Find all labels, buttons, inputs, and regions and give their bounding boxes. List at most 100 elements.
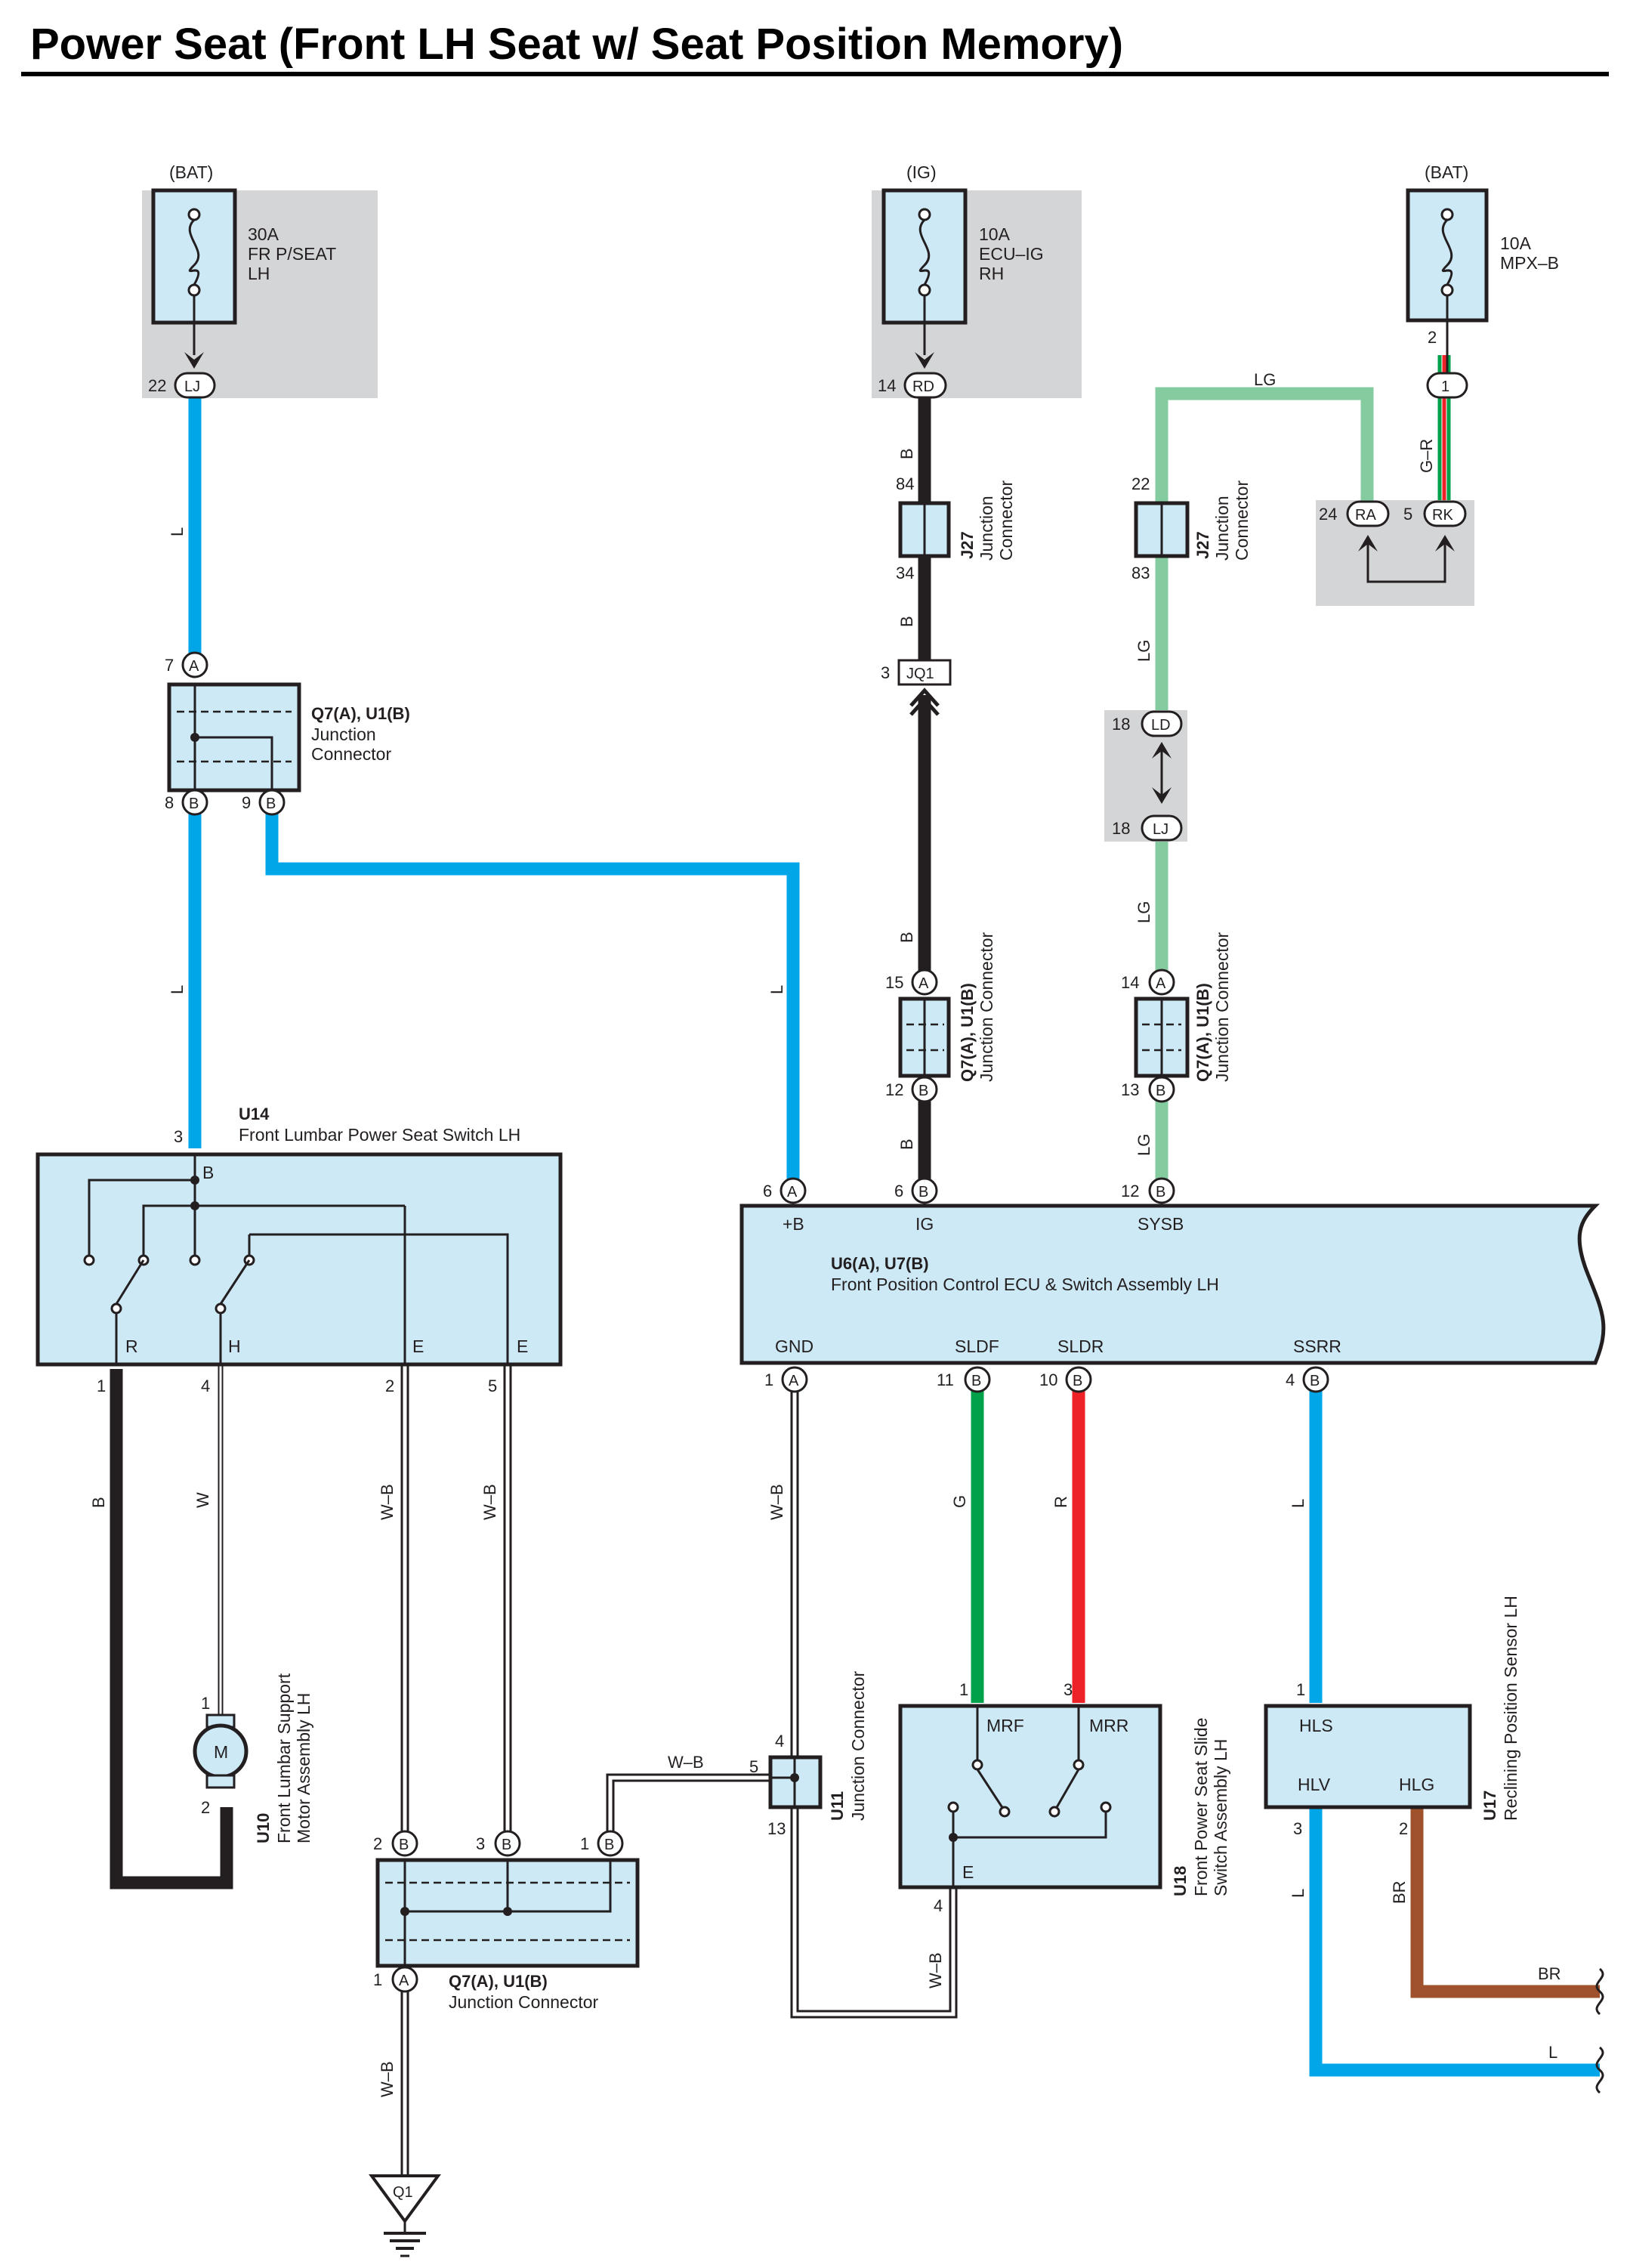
q7bot-pin-b1: 2 <box>373 1834 382 1853</box>
u18-term-mrr: MRR <box>1089 1716 1128 1735</box>
u10-name2: Motor Assembly LH <box>294 1693 313 1843</box>
q7ig-pin-b: 12 <box>885 1080 903 1099</box>
q7lg-tag-b: B <box>1156 1083 1165 1099</box>
u6-id: U6(A), U7(B) <box>831 1254 929 1273</box>
wire-label-b-4: B <box>897 1139 916 1150</box>
wire-label-wb-3: W–B <box>767 1484 786 1520</box>
q7top-pin-a: 7 <box>165 656 174 675</box>
ig-amp: 10A <box>979 224 1011 244</box>
bat2-connector <box>1426 372 1468 399</box>
ig-connector-rd <box>903 372 947 399</box>
q7top-tag-b2: B <box>266 796 276 812</box>
q7-junction-ig: A 15 B 12 Q7(A), U1(B) Junction Connecto… <box>885 932 996 1103</box>
wire-label-wb-4: W–B <box>668 1753 704 1772</box>
u14-lumbar-switch: U14 Front Lumbar Power Seat Switch LH 3 … <box>36 1105 563 1395</box>
bat2-label: (BAT) <box>1425 162 1468 182</box>
j27b-pin-top: 22 <box>1131 474 1150 493</box>
u6-pin-sysb: 12 <box>1121 1182 1139 1200</box>
u11-id: U11 <box>828 1791 847 1821</box>
ig-name2: RH <box>979 264 1004 283</box>
wire-label-b-motor: B <box>89 1497 108 1508</box>
u18-id: U18 <box>1171 1866 1190 1896</box>
q7top-tag-b1: B <box>189 796 199 812</box>
fuse-fr-pseat-lh: (BAT) 30A FR P/SEAT LH LJ 22 <box>148 162 336 399</box>
u6-term-gnd: GND <box>775 1336 813 1356</box>
u18-pin-mrf: 1 <box>959 1680 968 1699</box>
jq1-pin: 3 <box>881 663 890 682</box>
u18-pin-e: 4 <box>934 1896 943 1915</box>
wire-l-q7-u6 <box>265 802 800 1188</box>
bat1-amp: 30A <box>248 224 279 244</box>
wire-label-gr: G–R <box>1417 439 1436 473</box>
wire-label-wb-2: W–B <box>480 1484 499 1520</box>
ig-conn-label: RD <box>912 379 934 395</box>
wire-b-u14-motor <box>110 1369 233 1889</box>
connector-jq1: JQ1 3 <box>881 659 952 716</box>
wire-label-br-2: BR <box>1538 1964 1561 1983</box>
q7lg-name: Junction Connector <box>1212 932 1232 1082</box>
j27-junction-lg: 22 83 J27 Junction Connector <box>1131 474 1252 582</box>
u6-tag-gnd: A <box>789 1373 799 1389</box>
u6-tag-b: A <box>787 1184 798 1200</box>
u6-term-ssrr: SSRR <box>1293 1336 1341 1356</box>
wire-label-b-1: B <box>897 448 916 459</box>
u18-name1: Front Power Seat Slide <box>1191 1717 1211 1896</box>
q7bot-pin-b3: 1 <box>580 1834 589 1853</box>
q7-junction-top: A 7 B 8 B 9 Q7(A), U1(B) Junction Connec… <box>165 651 410 816</box>
u6-pin-ssrr: 4 <box>1286 1370 1295 1389</box>
j27a-pin-bottom: 34 <box>896 564 914 582</box>
ig-label: (IG) <box>906 162 937 182</box>
u6-term-ig: IG <box>915 1214 934 1234</box>
u18-pin-mrr: 3 <box>1064 1680 1073 1699</box>
q7bot-tag-b1: B <box>399 1837 409 1853</box>
ground-id: Q1 <box>393 2184 413 2201</box>
j27a-pin-top: 84 <box>896 474 914 493</box>
u6-pin-b: 6 <box>763 1182 772 1200</box>
u17-name: Reclining Position Sensor LH <box>1501 1596 1520 1821</box>
q7lg-pin-a: 14 <box>1121 973 1139 992</box>
q7ig-name: Junction Connector <box>977 932 996 1082</box>
ground-q1: Q1 <box>369 2174 441 2257</box>
u6-ecu-switch-assembly: A 6 +B B 6 IG B 12 SYSB U6(A), U7(B) Fro… <box>739 1177 1606 1393</box>
bat1-label: (BAT) <box>169 162 213 182</box>
ig-name1: ECU–IG <box>979 244 1044 264</box>
wire-label-g: G <box>950 1495 969 1508</box>
u14-pin-e1: 2 <box>385 1377 394 1395</box>
u11-junction: 5 4 13 U11 Junction Connector <box>749 1670 868 1838</box>
rk-pin: 5 <box>1403 505 1412 524</box>
lj-pin: 18 <box>1112 819 1130 838</box>
bat1-connector-lj <box>174 372 216 399</box>
q7bot-pin-a: 1 <box>373 1970 382 1989</box>
u18-term-e: E <box>962 1862 974 1882</box>
u10-pin-bottom: 2 <box>201 1798 210 1817</box>
q7top-pin-b1: 8 <box>165 793 174 812</box>
q7top-id: Q7(A), U1(B) <box>311 704 410 723</box>
q7lg-id: Q7(A), U1(B) <box>1193 983 1212 1082</box>
diagram-title: Power Seat (Front LH Seat w/ Seat Positi… <box>30 20 1123 69</box>
wire-label-w: W <box>193 1492 212 1508</box>
j27b-pin-bottom: 83 <box>1131 564 1150 582</box>
q7lg-pin-b: 13 <box>1121 1080 1139 1099</box>
u14-term-h: H <box>228 1336 241 1356</box>
jq1-label: JQ1 <box>906 666 934 682</box>
wire-label-lg-1: LG <box>1254 370 1276 389</box>
u14-term-e1: E <box>412 1336 424 1356</box>
bat2-name1: MPX–B <box>1500 253 1559 273</box>
q7-junction-lg: A 14 B 13 Q7(A), U1(B) Junction Connecto… <box>1121 932 1232 1103</box>
wire-br-hlg <box>1410 1807 1600 1998</box>
u6-pin-ig: 6 <box>894 1182 903 1200</box>
bat2-pin: 1 <box>1441 379 1449 395</box>
q7bot-tag-a: A <box>399 1973 409 1989</box>
wire-wb-u11-u18 <box>790 1807 958 2019</box>
u6-term-b: +B <box>783 1214 804 1234</box>
u11-pin-bottom: 13 <box>767 1819 786 1838</box>
wire-label-lg-4: LG <box>1135 1134 1153 1156</box>
wire-label-l-1: L <box>168 527 187 536</box>
u6-tag-ssrr: B <box>1310 1373 1320 1389</box>
ld-label: LD <box>1151 717 1171 734</box>
wire-label-l-ssrr: L <box>1289 1499 1307 1508</box>
j27b-name1: Junction <box>1212 496 1232 561</box>
u17-term-hls: HLS <box>1299 1716 1333 1735</box>
bat1-name1: FR P/SEAT <box>248 244 336 264</box>
